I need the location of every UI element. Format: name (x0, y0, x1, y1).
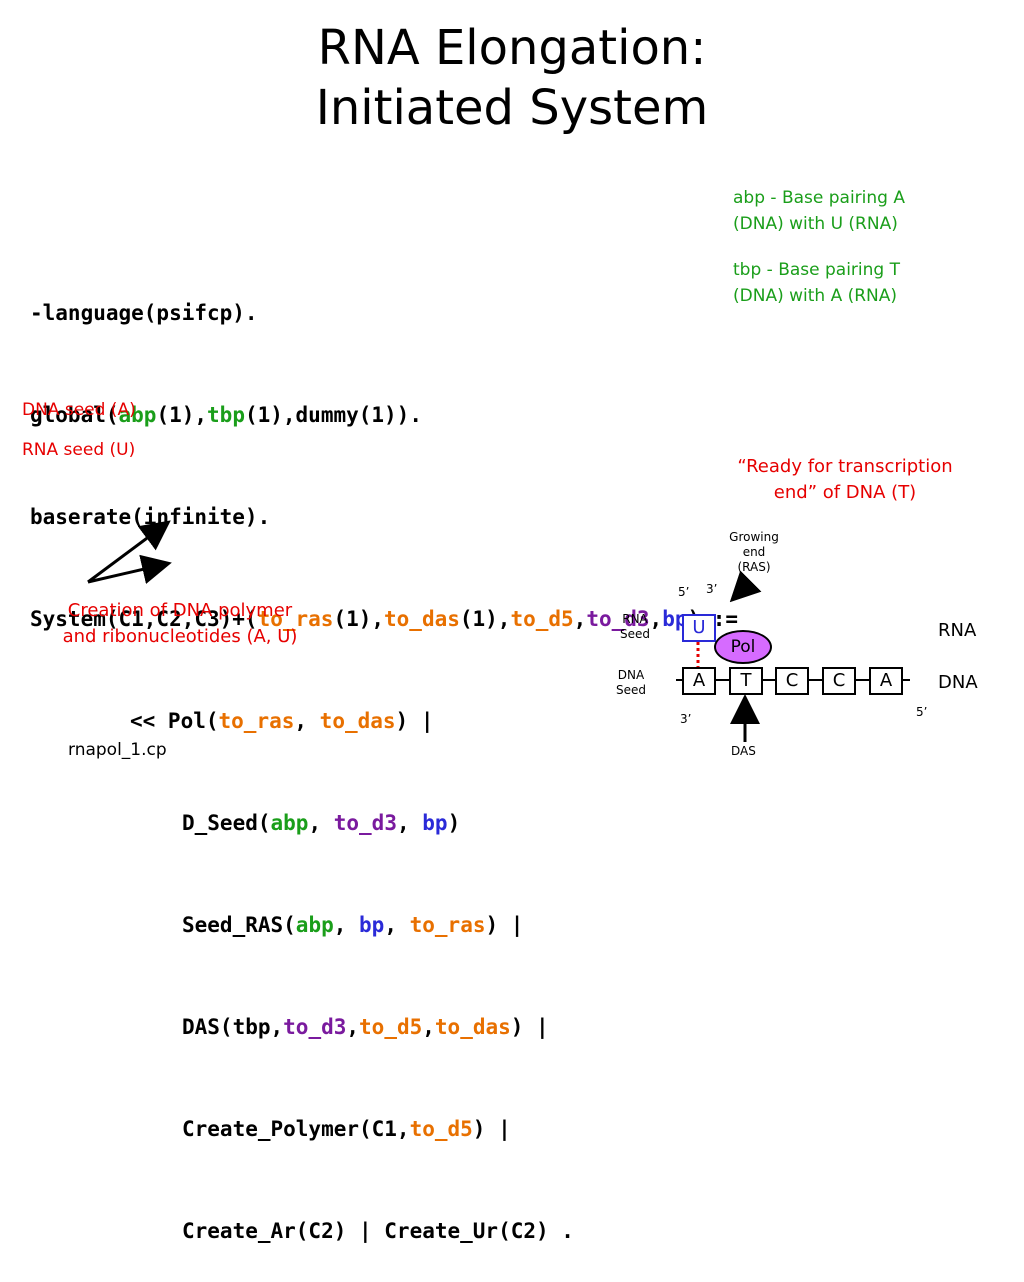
dna-base-3: C (775, 667, 809, 695)
dna-base-1: A (682, 667, 716, 695)
code-line-4: System(C1,C2,C3)+(to_ras(1),to_das(1),to… (30, 607, 738, 631)
five-prime-top: 5’ (678, 585, 690, 599)
slide-title: RNA Elongation: Initiated System (0, 18, 1024, 138)
arrow-to-create-polymer (87, 520, 171, 584)
filename-label: rnapol_1.cp (68, 740, 167, 760)
dna-base-5: A (869, 667, 903, 695)
creation-label: Creation of DNA polymer and ribonucleoti… (62, 600, 298, 647)
tbp-note: tbp - Base pairing T (DNA) with A (RNA) (733, 257, 900, 309)
title-line-1: RNA Elongation: (317, 20, 707, 76)
dna-seed-diagram-label: DNA Seed (616, 668, 646, 697)
five-prime-bottom: 5’ (916, 705, 928, 719)
rna-strand-label: RNA (938, 620, 977, 641)
code-line-8: DAS(tbp,to_d3,to_d5,to_das) | (182, 1015, 549, 1039)
code-line-1: -language(psifcp). (30, 301, 258, 325)
ready-end-label: “Ready for transcription end” of DNA (T) (737, 456, 953, 503)
code-line-5: << Pol(to_ras, to_das) | (130, 709, 434, 733)
dna-strand-label: DNA (938, 672, 978, 693)
three-prime-bottom: 3’ (680, 712, 692, 726)
tbp-note-line-1: tbp - Base pairing T (733, 260, 900, 280)
abp-note-line-2: (DNA) with U (RNA) (733, 214, 898, 234)
code-line-9: Create_Polymer(C1,to_d5) | (182, 1117, 511, 1141)
three-prime-top: 3’ (706, 582, 718, 596)
code-line-10: Create_Ar(C2) | Create_Ur(C2) . (182, 1219, 574, 1243)
growing-end-arrow (729, 570, 762, 603)
polymerase-ellipse: Pol (714, 630, 772, 664)
dna-base-2: T (729, 667, 763, 695)
title-line-2: Initiated System (315, 80, 709, 136)
abp-note: abp - Base pairing A (DNA) with U (RNA) (733, 185, 905, 237)
abp-note-line-1: abp - Base pairing A (733, 188, 905, 208)
tbp-note-line-2: (DNA) with A (RNA) (733, 286, 898, 306)
dna-base-4: C (822, 667, 856, 695)
arrows-layer (87, 520, 910, 742)
arrow-to-create-ar (87, 554, 172, 585)
das-label: DAS (731, 744, 756, 758)
code-line-6: D_Seed(abp, to_d3, bp) (182, 811, 461, 835)
code-line-7: Seed_RAS(abp, bp, to_ras) | (182, 913, 524, 937)
growing-end-label: Growing end (RAS) (729, 530, 779, 574)
dna-seed-label: DNA seed (A) (22, 400, 136, 420)
rna-base-u: U (682, 614, 716, 642)
code-line-2: global(abp(1),tbp(1),dummy(1)). (30, 403, 422, 427)
rna-seed-diagram-label: RNA Seed (620, 612, 650, 641)
rna-seed-label: RNA seed (U) (22, 440, 136, 460)
